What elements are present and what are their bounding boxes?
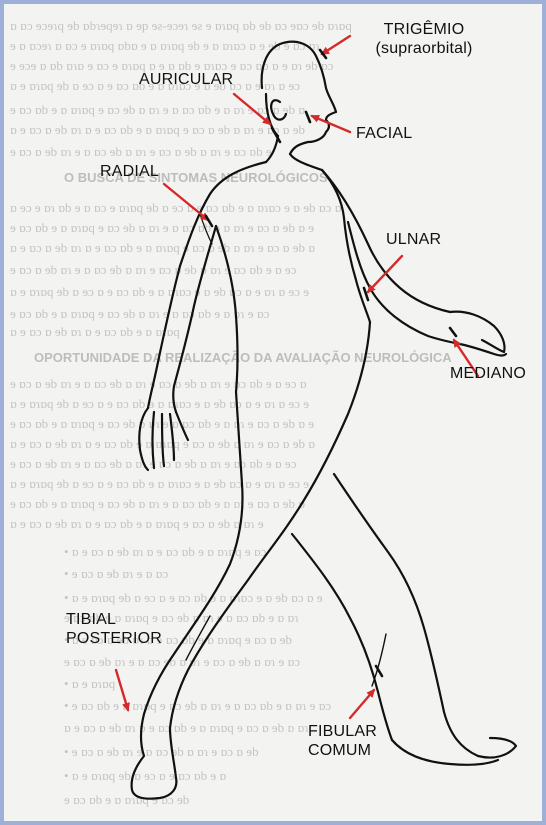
label-facial-text: FACIAL	[356, 124, 412, 143]
label-fibular-line2: COMUM	[308, 741, 377, 760]
label-fibular-line1: FIBULAR	[308, 722, 377, 741]
facial-arrow	[312, 116, 350, 132]
label-radial: RADIAL	[100, 162, 159, 181]
label-fibular-comum: FIBULAR COMUM	[308, 722, 377, 760]
left-arm-outline	[148, 162, 266, 408]
right-hand-outline	[450, 312, 506, 356]
fibular-arrow	[350, 690, 374, 718]
label-trigemio-line1: TRIGÊMIO	[364, 20, 484, 39]
auricular-arrow	[234, 94, 270, 124]
tibial-arrow	[116, 670, 128, 710]
label-trigemio: TRIGÊMIO (supraorbital)	[364, 20, 484, 58]
label-tibial-line1: TIBIAL	[66, 610, 162, 629]
label-facial: FACIAL	[356, 124, 412, 143]
torso-outline	[322, 170, 370, 322]
label-mediano: MEDIANO	[450, 364, 526, 383]
left-leg-outline	[132, 392, 243, 799]
trigemio-arrow	[322, 36, 350, 54]
label-ulnar-text: ULNAR	[386, 230, 441, 249]
human-body-outline	[4, 4, 542, 821]
label-trigemio-line2: (supraorbital)	[364, 39, 484, 58]
label-auricular: AURICULAR	[139, 70, 233, 89]
label-tibial-posterior: TIBIAL POSTERIOR	[66, 610, 162, 648]
label-tibial-line2: POSTERIOR	[66, 629, 162, 648]
label-ulnar: ULNAR	[386, 230, 441, 249]
right-leg-outline	[334, 474, 516, 758]
ear-outline	[271, 100, 286, 119]
label-mediano-text: MEDIANO	[450, 364, 526, 383]
label-radial-text: RADIAL	[100, 162, 159, 181]
left-hand-outline	[139, 408, 188, 470]
label-auricular-text: AURICULAR	[139, 70, 233, 89]
radial-arrow	[164, 184, 208, 220]
